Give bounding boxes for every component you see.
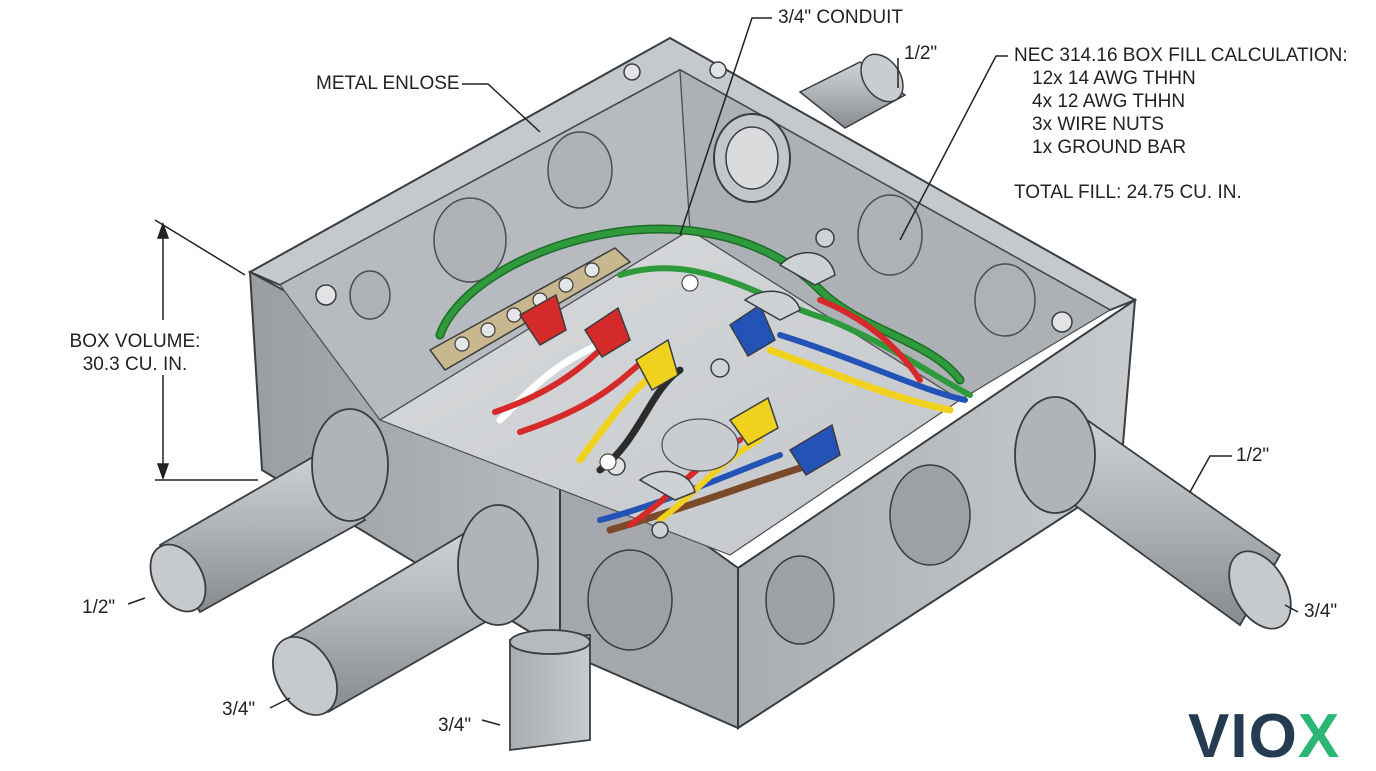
conduit-top-right	[798, 53, 907, 129]
conduit-left-three-quarter	[272, 504, 539, 716]
knockouts-outer	[587, 464, 971, 651]
calc-item: 12x 14 AWG THHN	[1032, 68, 1196, 89]
conduit-right	[1014, 396, 1292, 630]
label-right-half: 1/2"	[1236, 445, 1270, 466]
wire-nuts	[518, 293, 841, 477]
label-metal-enclosure: METAL ENLOSE	[316, 73, 460, 94]
box-volume-label: BOX VOLUME: 30.3 CU. IN.	[40, 330, 230, 376]
knockouts-inner	[349, 131, 1036, 337]
box-fill-calculation: NEC 314.16 BOX FILL CALCULATION: 12x 14 …	[1014, 44, 1348, 204]
cable-clamps	[638, 228, 836, 539]
calc-heading: NEC 314.16 BOX FILL CALCULATION:	[1014, 45, 1348, 66]
box-volume-dimension	[154, 219, 258, 481]
conduit-bottom	[509, 629, 591, 752]
leader-lines	[127, 17, 1299, 726]
box-volume-title: BOX VOLUME:	[69, 331, 201, 352]
logo-text: VIO	[1188, 702, 1298, 771]
locknut-back	[713, 113, 791, 203]
label-bottom-three-quarter: 3/4"	[438, 715, 472, 736]
label-left-half: 1/2"	[82, 597, 116, 618]
floor-holes	[599, 274, 739, 472]
calc-item: 4x 12 AWG THHN	[1032, 91, 1186, 112]
box-volume-value: 30.3 CU. IN.	[82, 354, 188, 375]
conduit-left-half	[149, 408, 389, 614]
label-top-right-half: 1/2"	[904, 43, 938, 64]
calc-item: 1x GROUND BAR	[1032, 137, 1187, 158]
calc-total: TOTAL FILL: 24.75 CU. IN.	[1014, 182, 1242, 203]
calc-item: 3x WIRE NUTS	[1032, 114, 1164, 135]
logo-accent: X	[1297, 702, 1341, 771]
viox-logo: VIOX	[1188, 706, 1340, 768]
label-left-three-quarter: 3/4"	[222, 699, 256, 720]
label-right-three-quarter: 3/4"	[1304, 601, 1338, 622]
label-conduit-top: 3/4" CONDUIT	[778, 7, 903, 28]
rim-screws	[315, 61, 1073, 476]
